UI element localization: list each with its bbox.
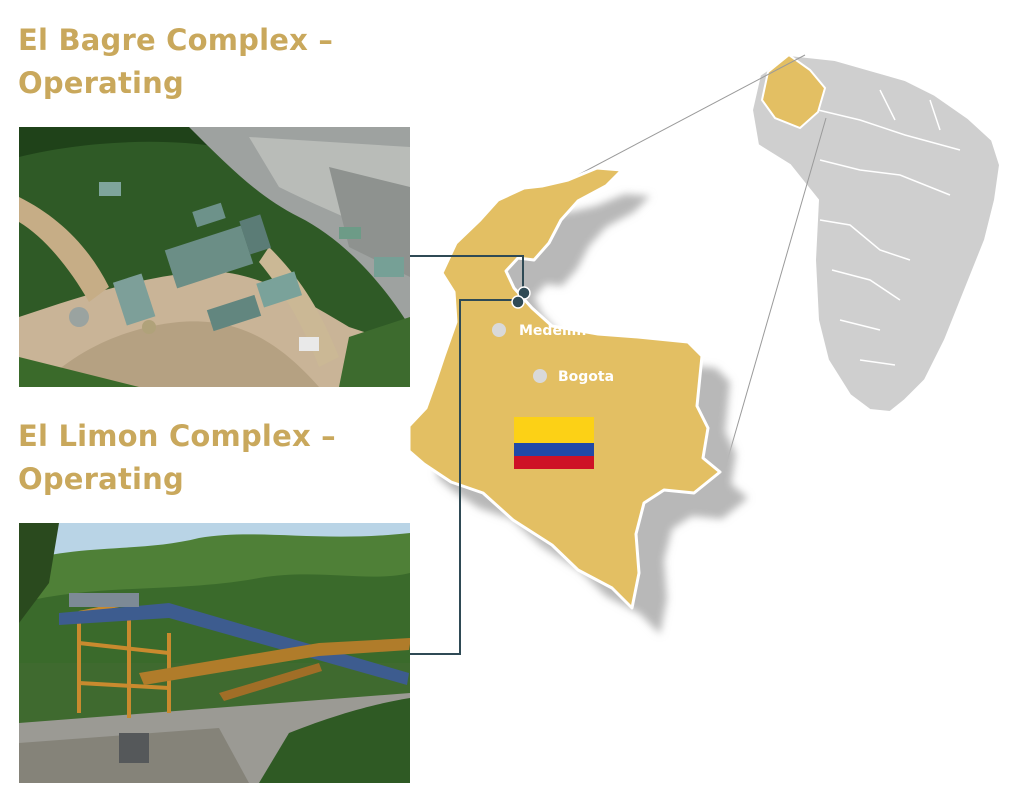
el-limon-title-line1: El Limon Complex – bbox=[18, 419, 336, 453]
processing-plant-conveyor-photo bbox=[19, 523, 410, 783]
bogota-dot bbox=[533, 369, 547, 383]
el-bagre-connector bbox=[410, 255, 524, 290]
el-limon-title: El Limon Complex – Operating bbox=[18, 415, 336, 501]
el-bagre-title-line2: Operating bbox=[18, 66, 184, 100]
colombia-flag bbox=[514, 417, 594, 469]
colombia-map bbox=[407, 166, 722, 610]
el-limon-connector bbox=[410, 299, 517, 655]
el-bagre-title-line1: El Bagre Complex – bbox=[18, 23, 334, 57]
medellin-label: Medellin bbox=[519, 323, 586, 339]
el-limon-marker bbox=[511, 295, 525, 309]
el-bagre-title: El Bagre Complex – Operating bbox=[18, 19, 333, 105]
aerial-mine-site-photo bbox=[19, 127, 410, 387]
el-limon-title-line2: Operating bbox=[18, 462, 184, 496]
bogota-label: Bogota bbox=[558, 369, 614, 385]
medellin-dot bbox=[492, 323, 506, 337]
south-america-map bbox=[750, 53, 1002, 414]
zoom-line-bottom bbox=[723, 117, 827, 473]
